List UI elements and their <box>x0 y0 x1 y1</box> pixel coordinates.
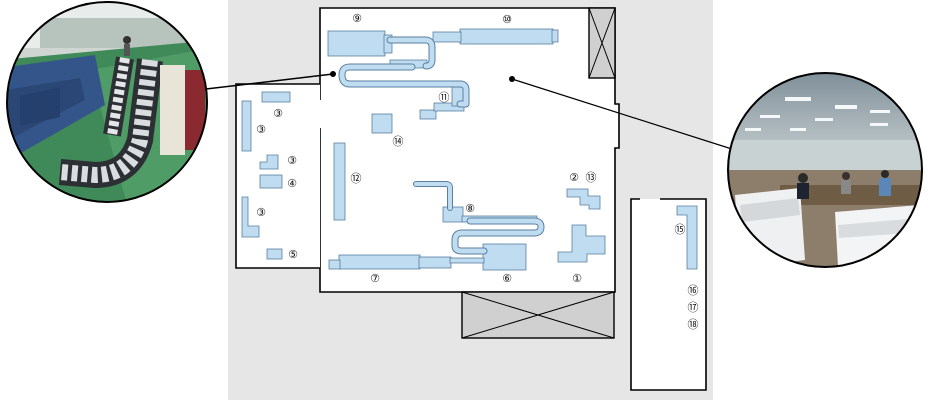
label-9: ⑨ <box>352 12 362 25</box>
machine-12 <box>333 142 346 221</box>
machine-7 <box>338 254 421 270</box>
machine-7-feed <box>418 256 452 269</box>
annex-doorway <box>318 100 322 128</box>
label-3-d: ③ <box>256 206 266 219</box>
label-5: ⑤ <box>288 248 298 261</box>
label-1: ① <box>572 272 582 285</box>
annex-machine-3-top <box>261 91 291 103</box>
conveyor-loop-6 <box>451 217 545 255</box>
label-10: ⑩ <box>502 13 512 26</box>
machine-2-13 <box>566 188 601 210</box>
label-3-a: ③ <box>273 107 283 120</box>
machine-10-end <box>551 29 559 43</box>
crossed-box-bottom <box>461 291 615 339</box>
annex-machine-3-low <box>241 196 260 238</box>
label-12: ⑫ <box>351 172 362 185</box>
label-14: ⑭ <box>393 135 404 148</box>
machine-1 <box>557 224 606 263</box>
crossed-box-top <box>588 7 616 79</box>
conveyor-s-loop <box>338 63 470 108</box>
label-8: ⑧ <box>465 202 475 215</box>
machine-8 <box>442 206 464 223</box>
label-7: ⑦ <box>370 272 380 285</box>
annex-machine-5 <box>266 248 283 260</box>
label-18: ⑱ <box>688 318 699 331</box>
machine-6 <box>482 243 527 271</box>
machine-9 <box>327 30 386 57</box>
machine-10-feed <box>432 31 462 43</box>
annex-machine-3-mid <box>259 154 279 170</box>
conveyor-loop-top <box>386 36 436 70</box>
label-15: ⑮ <box>675 223 686 236</box>
label-4: ④ <box>287 177 297 190</box>
label-3-c: ③ <box>287 154 297 167</box>
label-17: ⑰ <box>688 301 699 314</box>
label-2: ② <box>569 171 579 184</box>
label-13: ⑬ <box>586 171 597 184</box>
label-16: ⑯ <box>688 284 699 297</box>
label-3-b: ③ <box>256 123 266 136</box>
machine-11-block <box>419 109 437 120</box>
machine-7-link <box>449 257 485 264</box>
machine-14 <box>371 113 393 134</box>
label-11: ⑪ <box>439 91 450 104</box>
conveyor-loop-8 <box>413 181 453 211</box>
machine-10 <box>459 28 554 45</box>
pointer-right <box>509 76 736 151</box>
annex-machine-3-left <box>241 100 252 152</box>
packing-workers-photo <box>727 72 923 268</box>
label-6: ⑥ <box>502 272 512 285</box>
pointer-left <box>205 71 336 90</box>
annex-machine-4 <box>259 174 283 189</box>
machine-9-body <box>383 34 393 54</box>
machine-7-end <box>328 259 341 270</box>
printing-line-conveyor-photo <box>6 1 208 203</box>
machine-15 <box>676 205 698 270</box>
